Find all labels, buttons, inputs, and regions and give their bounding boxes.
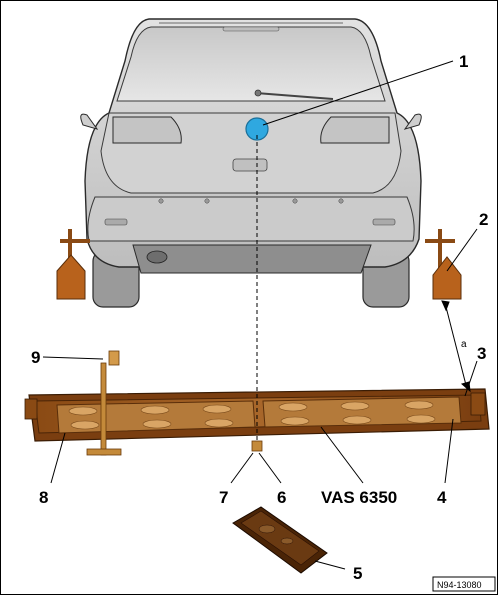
plate-pad (340, 401, 370, 411)
callout-1: 1 (459, 52, 468, 71)
plate-pad (342, 415, 372, 425)
rod-foot (86, 448, 122, 456)
callout-8: 8 (39, 488, 48, 507)
tool-label: VAS 6350 (321, 488, 397, 507)
rear-window (116, 26, 386, 102)
plate-pad (202, 404, 232, 414)
leader-line (42, 356, 104, 360)
plate-right-end (470, 392, 486, 416)
plate-left-end (24, 398, 38, 420)
callout-4: 4 (437, 488, 447, 507)
right-tail-light (320, 116, 390, 144)
device-face (240, 510, 320, 566)
alignment-rod (86, 350, 122, 456)
vehicle-rear-view (80, 18, 422, 308)
measuring-device (232, 506, 328, 574)
plate-pads (68, 400, 436, 430)
callout-6: 6 (277, 488, 286, 507)
callout-3: 3 (477, 344, 486, 363)
device-button (258, 524, 276, 534)
rear-wiper (255, 92, 334, 100)
reflector-post (68, 229, 72, 271)
plate-pad (68, 406, 98, 416)
parking-sensor (292, 198, 298, 204)
exhaust-pipe (146, 250, 168, 264)
dimension-arrowhead (441, 300, 450, 312)
parking-sensors (158, 198, 344, 204)
rod-shaft (100, 362, 107, 456)
plate-pad (204, 418, 234, 428)
plate-pad (140, 405, 170, 415)
leader-line (50, 432, 66, 484)
plate-pad (278, 402, 308, 412)
figure-reference: N94-13080 (437, 580, 482, 590)
leader-lines (42, 60, 478, 570)
reflector-arm (425, 239, 455, 243)
rear-view-camera (245, 117, 269, 141)
plate-pad (404, 400, 434, 410)
rear-bumper (87, 196, 415, 242)
reflector-arm (60, 239, 90, 243)
right-reflector-strip (372, 218, 396, 226)
parking-sensor (338, 198, 344, 204)
callout-7: 7 (219, 488, 228, 507)
parking-sensor (158, 198, 164, 204)
calibration-plate (24, 388, 490, 442)
dimension-arrowhead (460, 381, 471, 393)
plate-pad (280, 416, 310, 426)
wiper-pivot (254, 89, 262, 97)
left-wheel-reflector (56, 229, 90, 300)
leader-line (446, 228, 478, 272)
left-mirror (80, 113, 99, 130)
callout-5: 5 (353, 564, 362, 583)
device-button (280, 537, 294, 545)
leader-line (320, 426, 364, 484)
left-reflector-strip (104, 218, 128, 226)
left-tail-light (112, 116, 182, 144)
brake-light (222, 26, 280, 32)
leader-line (314, 560, 346, 570)
center-pointer-block (251, 440, 263, 452)
leader-line (464, 360, 478, 397)
right-mirror (403, 113, 422, 130)
leader-line (444, 418, 454, 484)
right-wheel-reflector (425, 229, 462, 300)
dimension-line (444, 302, 468, 390)
plate-pad (406, 414, 436, 424)
plate-pad (70, 420, 100, 430)
center-pointer (251, 135, 263, 452)
plate-pad (142, 419, 172, 429)
reflector-post (438, 229, 442, 271)
leader-line (230, 452, 254, 484)
callout-2: 2 (479, 210, 488, 229)
reflector-plate (432, 256, 462, 300)
tailgate-handle (232, 158, 268, 172)
reference-box (432, 576, 496, 592)
parking-sensor (204, 198, 210, 204)
underbody (132, 244, 372, 274)
callout-9: 9 (31, 348, 40, 367)
leader-line (258, 452, 282, 484)
reflector-plate (56, 254, 86, 300)
dimension-mark: a (461, 339, 467, 350)
rod-clamp (108, 350, 120, 366)
leader-line (262, 60, 454, 126)
